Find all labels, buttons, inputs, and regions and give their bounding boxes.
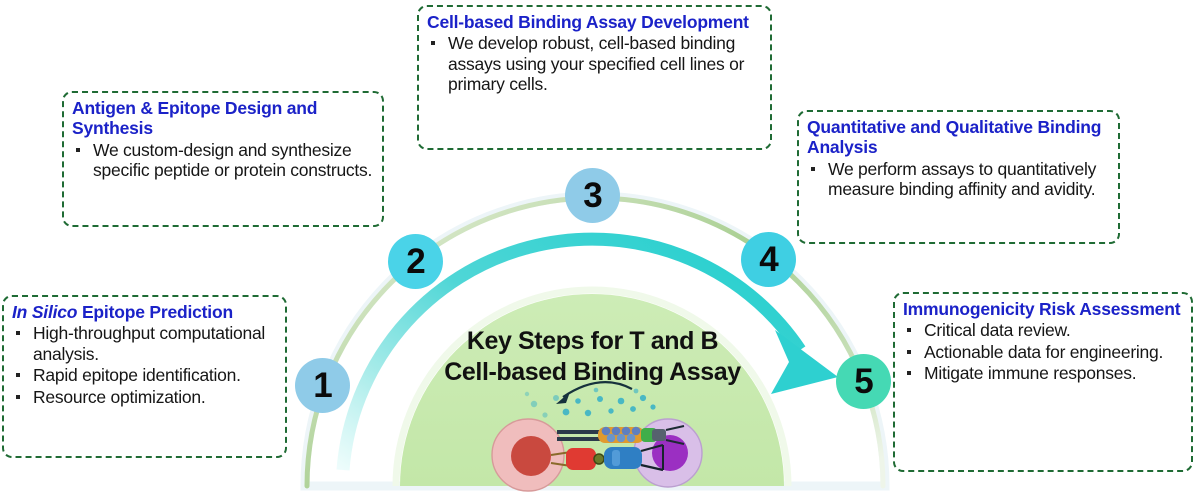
step-card-3-title: Cell-based Binding Assay Development [427, 12, 749, 32]
b-cell-nucleus [652, 435, 688, 471]
lower-receptor-complex [550, 443, 664, 472]
secretion-arrow-head [556, 392, 570, 404]
step-circle-4[interactable]: 4 [741, 232, 796, 287]
step-circle-2[interactable]: 2 [388, 234, 443, 289]
bullet-item: We custom-design and synthesize specific… [72, 140, 374, 181]
center-title-line2: Cell-based Binding Assay [444, 357, 741, 386]
bullet-item: Resource optimization. [12, 387, 277, 407]
step-circle-3-label: 3 [583, 176, 602, 215]
step-circle-3[interactable]: 3 [565, 168, 620, 223]
step-card-2-bullets: We custom-design and synthesize specific… [72, 140, 374, 181]
bullet-item: Rapid epitope identification. [12, 365, 277, 385]
cyan-progress-arc [336, 232, 806, 471]
step-card-quantitative-and-qualitative-binding-analysis[interactable]: Quantitative and Qualitative Binding Ana… [797, 110, 1120, 244]
step-circle-1-label: 1 [313, 366, 332, 405]
step-card-5-bullets: Critical data review.Actionable data for… [903, 320, 1183, 383]
bullet-item: Mitigate immune responses. [903, 363, 1183, 383]
step-card-2-title: Antigen & Epitope Design and Synthesis [72, 98, 318, 139]
bullet-item: We develop robust, cell-based binding as… [427, 33, 762, 94]
cytokine-dots [524, 387, 656, 418]
dome-halo [392, 286, 792, 487]
t-cell-nucleus [511, 436, 551, 476]
step-card-5-title: Immunogenicity Risk Assessment [903, 299, 1181, 319]
center-title: Key Steps for T and B Cell-based Binding… [415, 326, 770, 387]
center-title-line1: Key Steps for T and B [466, 327, 719, 355]
bullet-item: High-throughput computational analysis. [12, 323, 277, 364]
step-circle-5-label: 5 [854, 362, 873, 401]
step-card-1-title: In Silico Epitope Prediction [12, 302, 233, 322]
secretion-arrow [562, 381, 633, 398]
step-card-cell-based-binding-assay-development[interactable]: Cell-based Binding Assay Development We … [417, 5, 772, 150]
step-circle-2-label: 2 [406, 242, 425, 281]
upper-receptor-complex [557, 425, 685, 445]
step-card-1-bullets: High-throughput computational analysis.R… [12, 323, 277, 407]
step-card-4-title: Quantitative and Qualitative Binding Ana… [807, 117, 1102, 158]
bullet-item: Critical data review. [903, 320, 1183, 340]
step-circle-4-label: 4 [759, 240, 778, 279]
step-circle-1[interactable]: 1 [295, 358, 350, 413]
step-card-in-silico-epitope-prediction[interactable]: In Silico Epitope Prediction High-throug… [2, 295, 287, 458]
step-card-3-bullets: We develop robust, cell-based binding as… [427, 33, 762, 94]
t-cell-b-cell-binding-illustration [491, 381, 703, 492]
step-card-antigen-epitope-design-and-synthesis[interactable]: Antigen & Epitope Design and Synthesis W… [62, 91, 384, 227]
step-circle-5[interactable]: 5 [836, 354, 891, 409]
step-card-4-bullets: We perform assays to quantitatively meas… [807, 159, 1110, 200]
step-card-immunogenicity-risk-assessment[interactable]: Immunogenicity Risk Assessment Critical … [893, 292, 1193, 472]
cyan-arrow-head [771, 330, 838, 394]
bullet-item: We perform assays to quantitatively meas… [807, 159, 1110, 200]
bullet-item: Actionable data for engineering. [903, 342, 1183, 362]
